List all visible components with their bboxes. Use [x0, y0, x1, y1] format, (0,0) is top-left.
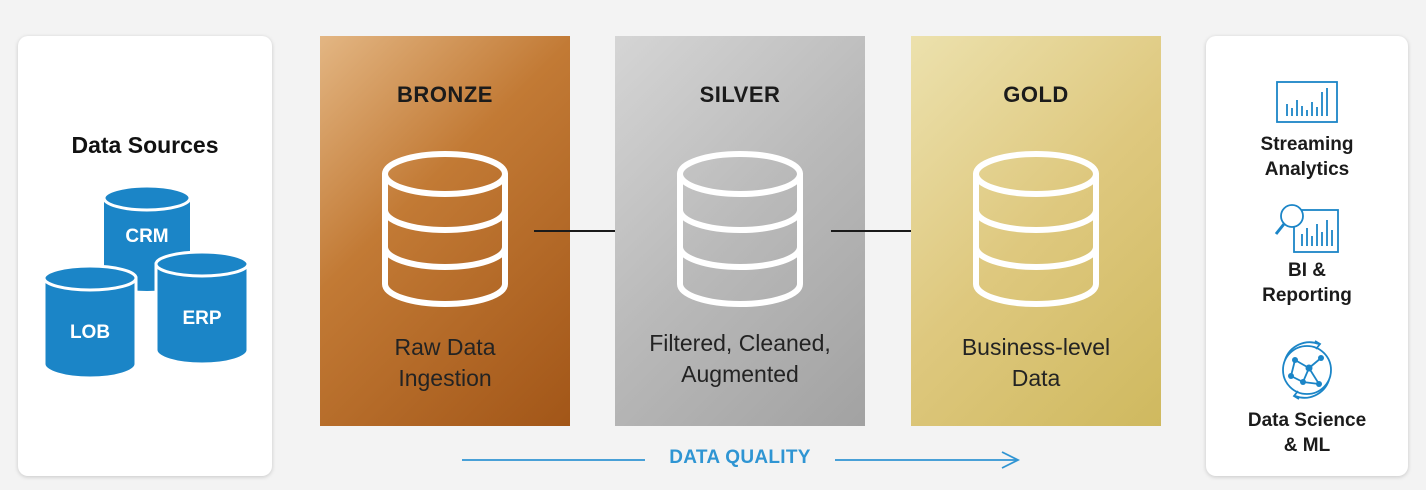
bi-reporting-item: BI & Reporting [1206, 200, 1408, 308]
silver-description: Filtered, Cleaned, Augmented [649, 330, 831, 387]
bronze-database-icon [382, 151, 508, 307]
magnifier-chart-icon [1274, 204, 1339, 253]
bi-reporting-label: BI & Reporting [1262, 260, 1352, 306]
crm-database-icon: CRM [102, 184, 192, 294]
silver-database-icon [677, 151, 803, 307]
data-quality-label: DATA QUALITY [645, 447, 835, 469]
gold-description: Business-level Data [961, 334, 1111, 391]
streaming-analytics-label: Streaming Analytics [1260, 134, 1354, 180]
gold-panel: GOLD Business-level Data [911, 36, 1161, 426]
gold-title: GOLD [1003, 82, 1069, 107]
gold-database-icon [973, 151, 1099, 307]
data-science-label: Data Science & ML [1247, 410, 1367, 456]
erp-label: ERP [182, 308, 222, 329]
bronze-description: Raw Data Ingestion [394, 334, 496, 391]
lob-label: LOB [69, 322, 111, 343]
crm-label: CRM [125, 226, 169, 247]
network-icon [1282, 340, 1332, 400]
data-sources-card: Data Sources CRM LOB ERP [18, 36, 272, 476]
lob-database-icon: LOB [42, 264, 138, 380]
silver-panel: SILVER Filtered, Cleaned, Augmented [615, 36, 865, 426]
consumers-card: Streaming Analytics BI & Reporting [1206, 36, 1408, 476]
bronze-title: BRONZE [397, 82, 493, 107]
silver-title: SILVER [699, 82, 781, 107]
erp-database-icon: ERP [154, 250, 250, 366]
streaming-analytics-item: Streaming Analytics [1206, 80, 1408, 182]
bronze-panel: BRONZE Raw Data Ingestion [320, 36, 570, 426]
bar-chart-icon [1276, 81, 1338, 123]
data-science-item: Data Science & ML [1206, 338, 1408, 458]
data-sources-title: Data Sources [71, 132, 219, 158]
